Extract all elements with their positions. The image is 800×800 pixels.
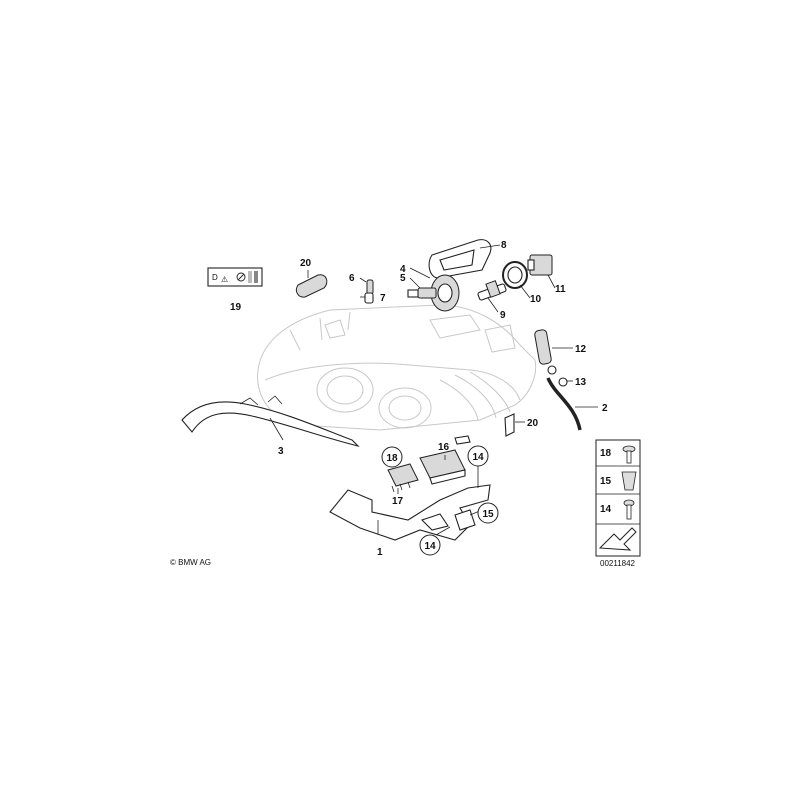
bracket-part [329, 484, 491, 541]
connector-part [295, 274, 328, 298]
direction-arrow-icon [598, 527, 637, 551]
prohibition-icon [236, 272, 246, 282]
callout-10: 10 [530, 294, 542, 305]
callout-5: 5 [400, 273, 406, 284]
callout-13: 13 [575, 377, 587, 388]
small-plug-part [454, 435, 471, 445]
small-bulb-part [364, 279, 374, 304]
bolt-icon [623, 499, 635, 520]
screw-icon [622, 445, 636, 464]
callout-18-circled: 18 [386, 453, 398, 464]
legend-label-14: 14 [600, 504, 612, 515]
warning-triangle-icon: ⚠ [221, 275, 228, 284]
callout-20-connector: 20 [300, 258, 312, 269]
callout-15-circled: 15 [482, 509, 494, 520]
actuator-part [534, 329, 568, 387]
leader-lines [269, 244, 598, 536]
callout-6: 6 [349, 273, 355, 284]
callout-16: 16 [438, 442, 450, 453]
callout-17: 17 [392, 496, 404, 507]
fastener-legend: 18 15 14 [595, 439, 641, 557]
callout-14-circled-top: 14 [472, 452, 484, 463]
warning-label: D ⚠ [207, 267, 263, 287]
legend-label-15: 15 [600, 476, 612, 487]
reflector-part [430, 274, 460, 312]
callout-3: 3 [278, 446, 284, 457]
callout-20-clip: 20 [527, 418, 539, 429]
retaining-ring-part [502, 261, 528, 289]
ballast-part [387, 463, 419, 493]
callout-12: 12 [575, 344, 587, 355]
callout-19: 19 [230, 302, 242, 313]
circled-callouts: 18 14 15 14 [381, 445, 499, 556]
diagram-number: 00211842 [600, 559, 636, 568]
control-unit-part [419, 449, 466, 485]
xenon-bulb-part [477, 280, 507, 301]
trim-strip-part [181, 395, 360, 447]
copyright-text: © BMW AG [170, 558, 211, 567]
clip-nut-icon [621, 471, 637, 491]
legend-label-18: 18 [600, 448, 612, 459]
frame-part [428, 239, 492, 279]
igniter-part [527, 254, 553, 276]
callout-labels: 1 2 3 4 5 6 7 8 9 10 11 12 13 16 17 19 2… [230, 240, 608, 558]
callout-11: 11 [555, 284, 566, 295]
cable-part [546, 377, 582, 431]
callout-14-circled-bottom: 14 [424, 541, 436, 552]
callout-7: 7 [380, 293, 386, 304]
bulb-part [407, 287, 437, 299]
warning-label-text: D [212, 273, 218, 282]
callout-4: 4 [400, 264, 406, 275]
callout-9: 9 [500, 310, 506, 321]
clip-part-20 [504, 413, 515, 437]
callout-1: 1 [377, 547, 383, 558]
callout-2: 2 [602, 403, 608, 414]
headlight-housing-outline [257, 304, 537, 431]
callout-8: 8 [501, 240, 507, 251]
